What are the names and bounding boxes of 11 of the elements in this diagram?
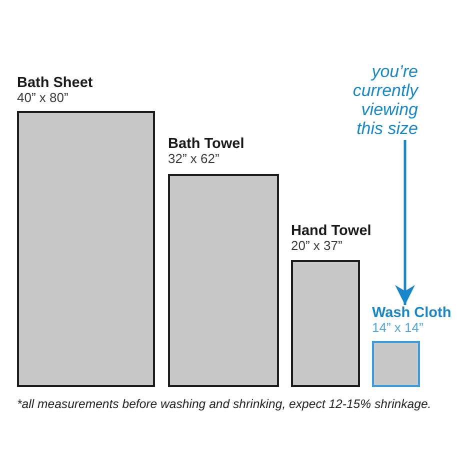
size-label: 40” x 80” [17,91,70,105]
towel-name: Bath Towel [168,137,246,152]
towel-name: Bath Sheet [17,76,94,91]
size-label: 20” x 37” [291,239,344,253]
arrow [395,140,415,305]
size-label: 32” x 62” [168,152,220,166]
size-label: 14” x 14” [372,321,424,335]
towel-name: Hand Towel [291,224,372,239]
callout-text: you’re currently viewing this size [352,62,418,138]
towel-name: Wash Cloth [372,306,452,321]
footnote: *all measurements before washing and shrinking, expect 12-15% shrinkage. [17,397,432,412]
